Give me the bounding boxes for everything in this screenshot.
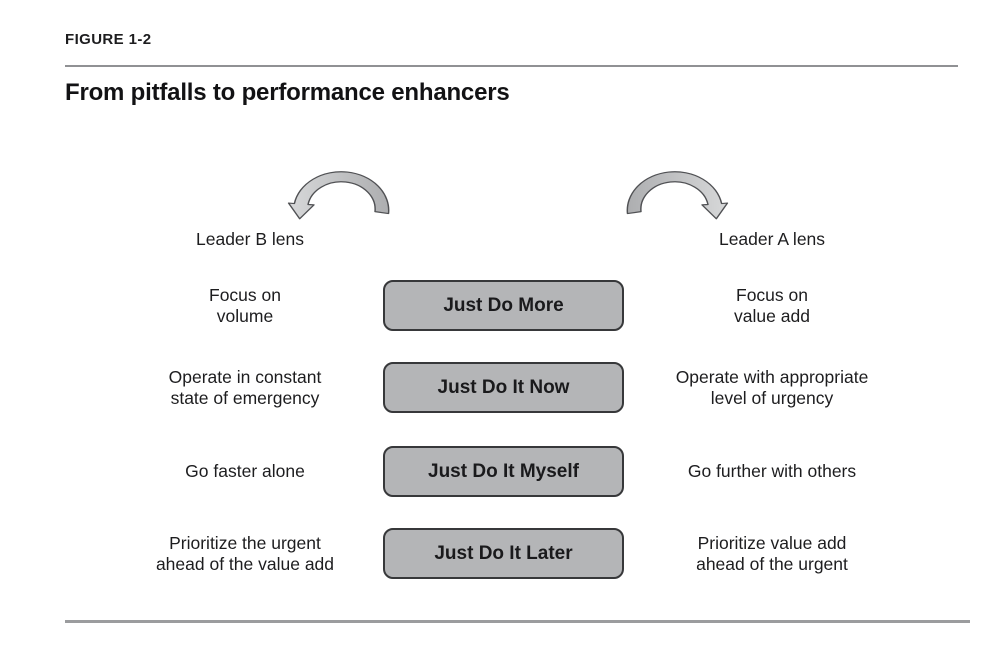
- enhancer-text: Prioritize value add ahead of the urgent: [696, 532, 848, 574]
- behavior-box: Just Do It Later: [383, 528, 624, 579]
- bottom-rule: [65, 620, 970, 623]
- behavior-box: Just Do It Myself: [383, 446, 624, 497]
- mapping-row-3: Go faster alone Just Do It Myself Go fur…: [0, 446, 1000, 497]
- enhancer-text: Go further with others: [687, 461, 857, 481]
- enhancer-text: Operate with appropriate level of urgenc…: [675, 366, 869, 408]
- figure-label: FIGURE 1-2: [65, 31, 152, 48]
- figure-title: From pitfalls to performance enhancers: [65, 79, 510, 106]
- behavior-box: Just Do It Now: [383, 362, 624, 413]
- pitfall-text: Go faster alone: [185, 461, 305, 481]
- curved-arrow-left-icon: [287, 171, 390, 220]
- behavior-box: Just Do More: [383, 280, 624, 331]
- top-rule: [65, 65, 958, 67]
- lens-label-right: Leader A lens: [718, 229, 826, 249]
- enhancer-text: Focus on value add: [734, 284, 810, 326]
- pitfall-text: Prioritize the urgent ahead of the value…: [155, 532, 335, 574]
- mapping-row-1: Focus on volume Just Do More Focus on va…: [0, 280, 1000, 331]
- mapping-row-2: Operate in constant state of emergency J…: [0, 362, 1000, 413]
- mapping-row-4: Prioritize the urgent ahead of the value…: [0, 528, 1000, 579]
- lens-label-left: Leader B lens: [196, 229, 304, 249]
- pitfall-text: Focus on volume: [209, 284, 281, 326]
- curved-arrow-right-icon: [626, 171, 729, 220]
- pitfall-text: Operate in constant state of emergency: [168, 366, 322, 408]
